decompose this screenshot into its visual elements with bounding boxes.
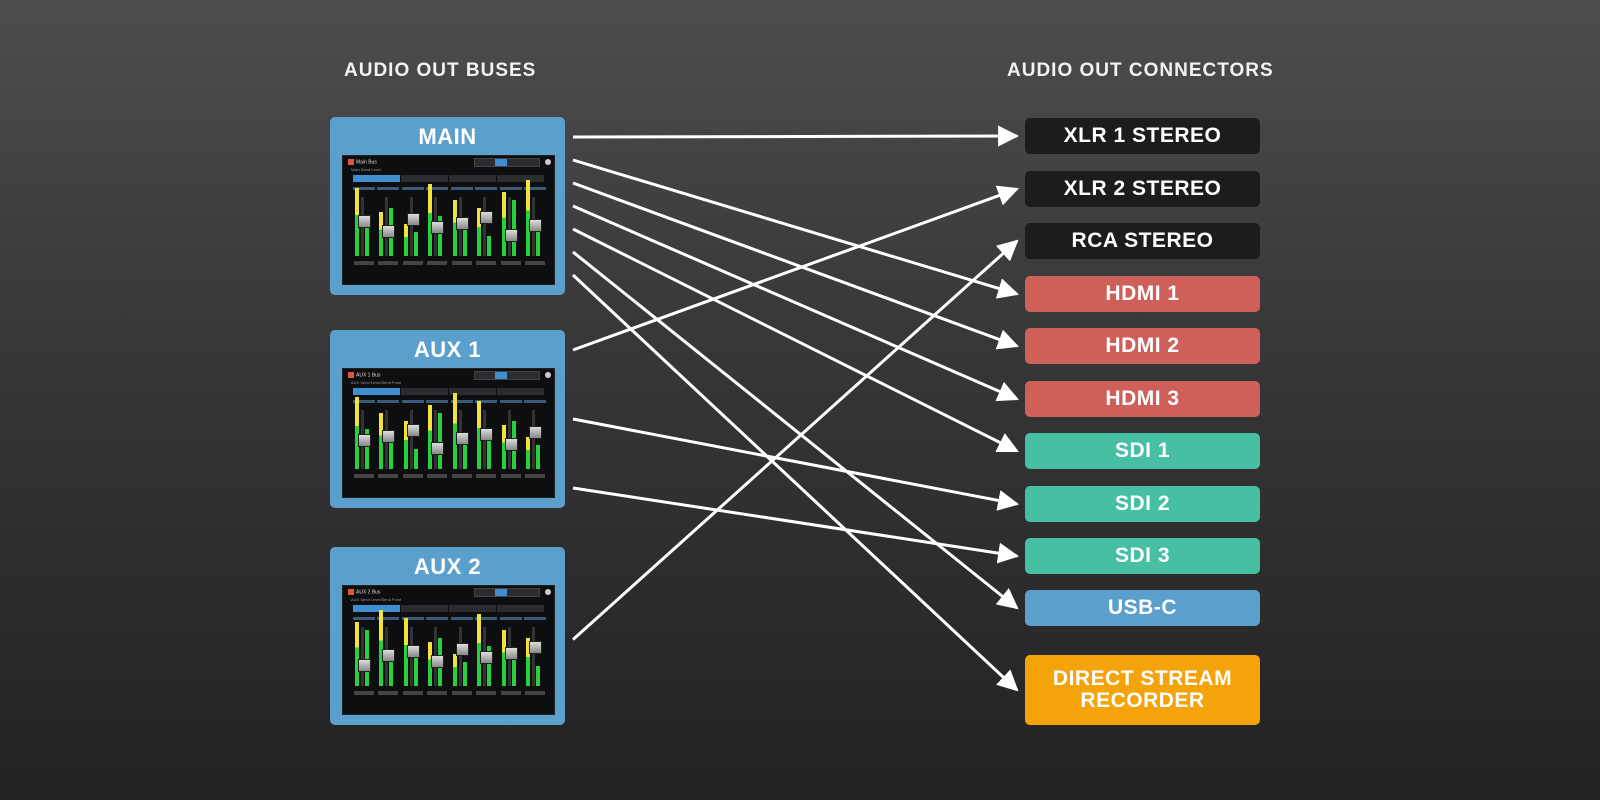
connector-sdi3[interactable]: SDI 3 [1025,538,1260,574]
route-arrow-main-to-hdmi2 [572,181,1019,350]
aux1-bus-title: AUX 1 [413,337,482,362]
aux2-mixer-title: AUX 2 Bus [356,589,381,596]
mixer-strips [353,393,546,481]
mixer-strips [353,180,546,268]
aux2-mixer-subtitle: AUX Send Level/Send Point [351,597,402,602]
mixer-channel-strip [499,617,522,698]
mixer-channel-strip [401,400,424,481]
aux1-bus-panel[interactable]: AUX 1 AUX 1 Bus AUX Send Level/Send Poin… [330,330,565,508]
aux2-mixer-screenshot: AUX 2 Bus AUX Send Level/Send Point [342,585,555,715]
mixer-channel-strip [353,187,375,268]
close-icon [545,159,551,165]
mixer-toolbar [474,158,540,167]
mixer-channel-strip [426,184,449,268]
connector-hdmi3[interactable]: HDMI 3 [1025,381,1260,417]
mixer-strips [353,610,546,698]
mixer-app-icon [348,159,354,165]
mixer-channel-strip [426,400,449,481]
connector-rca-stereo[interactable]: RCA STEREO [1025,223,1260,259]
audio-out-connectors-heading: AUDIO OUT CONNECTORS [1007,60,1274,81]
mixer-channel-strip [401,617,424,698]
mixer-channel-strip [499,187,522,268]
route-arrow-main-to-dsr [571,273,1019,692]
mixer-channel-strip [353,397,375,481]
close-icon [545,589,551,595]
route-arrow-aux1-to-sdi2 [572,417,1020,511]
mixer-channel-strip [377,187,400,268]
main-bus-panel[interactable]: MAIN Main Bus Main Send Level [330,117,565,295]
audio-out-buses-heading: AUDIO OUT BUSES [344,60,537,81]
mixer-channel-strip [353,617,375,698]
connector-direct-stream-recorder[interactable]: DIRECT STREAM RECORDER [1025,655,1260,725]
mixer-tabs [353,388,544,395]
mixer-channel-strip [377,610,400,698]
mixer-app-icon [348,589,354,595]
mixer-channel-strip [523,400,546,481]
connector-xlr2-stereo[interactable]: XLR 2 STEREO [1025,171,1260,207]
mixer-channel-strip [499,400,522,481]
mixer-channel-strip [475,614,498,698]
connector-sdi1[interactable]: SDI 1 [1025,433,1260,469]
aux1-mixer-title: AUX 1 Bus [356,372,381,379]
mixer-channel-strip [450,187,473,268]
mixer-channel-strip [401,187,424,268]
connector-hdmi2[interactable]: HDMI 2 [1025,328,1260,364]
mixer-channel-strip [426,617,449,698]
connector-usb-c[interactable]: USB-C [1025,590,1260,626]
main-mixer-subtitle: Main Send Level [351,167,381,172]
mixer-tabs [353,175,544,182]
route-arrow-aux1-to-xlr2 [572,185,1019,352]
aux1-mixer-subtitle: AUX Send Level/Send Point [351,380,402,385]
route-arrow-main-to-usbc [572,250,1019,610]
mixer-toolbar [474,588,540,597]
connector-sdi2[interactable]: SDI 2 [1025,486,1260,522]
aux2-bus-title: AUX 2 [413,554,482,579]
route-arrow-main-to-xlr1 [572,125,1020,147]
main-bus-title: MAIN [418,124,477,149]
mixer-toolbar [474,371,540,380]
aux2-bus-panel[interactable]: AUX 2 AUX 2 Bus AUX Send Level/Send Poin… [330,547,565,725]
route-arrow-aux2-to-rca [571,239,1019,641]
mixer-channel-strip [475,187,498,268]
mixer-app-icon [348,372,354,378]
connector-hdmi1[interactable]: HDMI 1 [1025,276,1260,312]
mixer-channel-strip [523,180,546,268]
aux1-mixer-screenshot: AUX 1 Bus AUX Send Level/Send Point [342,368,555,498]
route-arrow-aux1-to-sdi3 [572,486,1020,564]
main-mixer-title: Main Bus [356,159,377,166]
mixer-channel-strip [475,400,498,481]
main-mixer-screenshot: Main Bus Main Send Level [342,155,555,285]
route-arrow-main-to-sdi1 [572,227,1019,453]
route-arrow-main-to-hdmi1 [572,158,1020,299]
close-icon [545,372,551,378]
mixer-channel-strip [377,400,400,481]
mixer-channel-strip [523,617,546,698]
route-arrow-main-to-hdmi3 [572,204,1019,402]
mixer-channel-strip [450,393,473,481]
connector-xlr1-stereo[interactable]: XLR 1 STEREO [1025,118,1260,154]
mixer-channel-strip [450,617,473,698]
mixer-tabs [353,605,544,612]
